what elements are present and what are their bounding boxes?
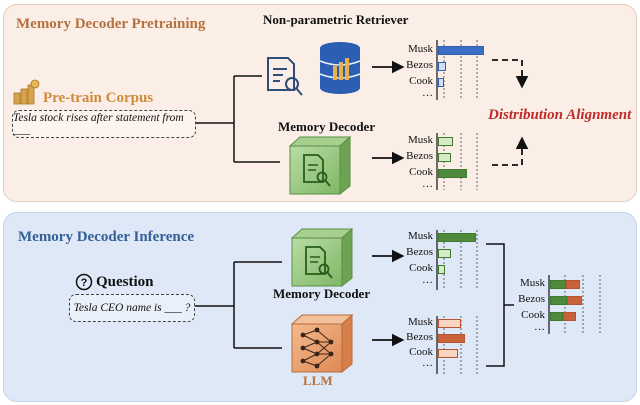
llm-probability-segment [563,312,576,321]
database-icon [319,42,361,94]
token-label: Bezos [406,246,433,258]
probability-bar [438,249,452,258]
ellipsis: … [534,321,545,333]
token-label: Bezos [406,150,433,162]
token-label: Musk [407,134,433,146]
token-label: Cook [409,166,433,178]
ellipsis: … [422,87,433,99]
pretraining-title: Memory Decoder Pretraining [16,16,206,32]
ellipsis: … [422,357,433,369]
token-label: Bezos [406,59,433,71]
svg-text:?: ? [81,277,88,289]
llm-probability-segment [566,280,581,289]
pretrain-corpus-label: Pre-train Corpus [43,90,154,106]
flow-arrows [372,60,405,347]
corpus-text-box: Tesla stock rises after statement from _… [12,110,196,138]
llm-label: LLM [303,373,333,388]
question-label: Question [96,274,154,290]
probability-bar [438,233,476,242]
distribution-axes [436,40,550,374]
search-document-icon [267,57,303,96]
probability-bar [438,153,451,162]
inference-branch-connector [195,261,282,349]
retriever-label: Non-parametric Retriever [263,12,409,27]
token-label: Bezos [406,331,433,343]
token-label: Cook [409,75,433,87]
question-text-box: Tesla CEO name is ___ ? [69,294,195,322]
inference-title: Memory Decoder Inference [18,229,195,245]
memory-decoder-cube-icon [290,227,354,288]
probability-bar [438,319,462,328]
coins-icon [13,79,40,105]
probability-bar [438,265,445,274]
question-circle-icon: ? [75,273,93,291]
token-label: Cook [409,346,433,358]
probability-bar [438,62,447,71]
llm-neural-network-cube-icon [290,313,354,374]
token-label: Musk [519,277,545,289]
decoder-probability-segment [550,296,567,305]
memory-decoder-cube-icon [288,135,352,196]
memory-decoder-label: Memory Decoder [273,286,371,301]
probability-bar [438,169,468,178]
token-label: Musk [407,316,433,328]
combine-bracket [486,243,514,367]
probability-bar [438,137,454,146]
llm-probability-segment [566,296,582,305]
probability-bar [438,349,459,358]
probability-bar [438,46,484,55]
token-label: Musk [407,43,433,55]
ellipsis: … [422,178,433,190]
ellipsis: … [422,274,433,286]
decoder-probability-segment [550,312,564,321]
token-label: Musk [407,230,433,242]
decoder-probability-segment [550,280,566,289]
token-label: Cook [409,262,433,274]
probability-bar [438,334,465,343]
alignment-arrows [492,59,529,166]
token-label: Bezos [518,293,545,305]
token-label: Cook [521,309,545,321]
memory-decoder-label: Memory Decoder [278,119,376,134]
distribution-alignment-label: Distribution Alignment [488,107,632,123]
probability-bar [438,78,444,87]
pretraining-branch-connector [196,75,280,163]
